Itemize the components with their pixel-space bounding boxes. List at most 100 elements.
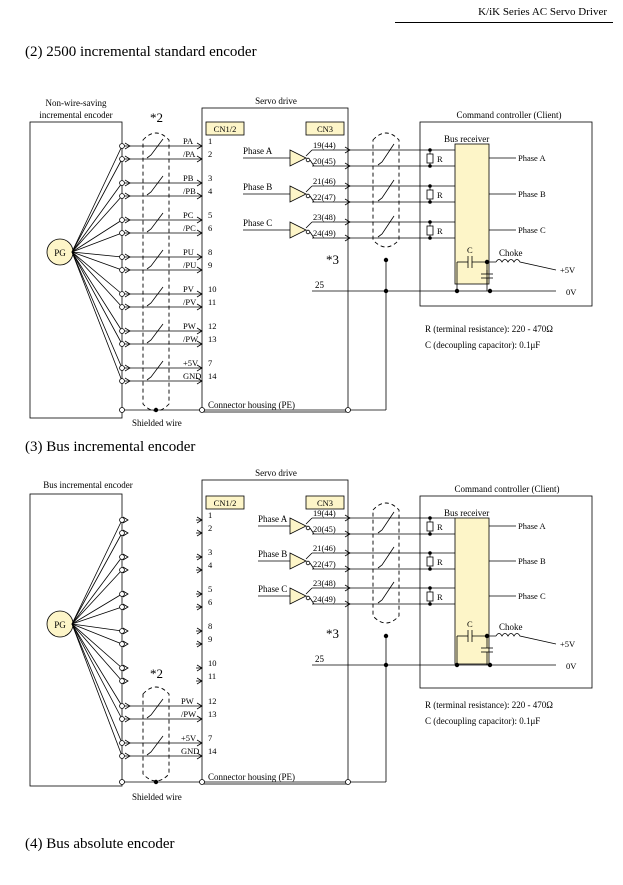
twist-mark bbox=[377, 546, 395, 569]
pin-number: 8 bbox=[208, 247, 212, 257]
pin-number: 5 bbox=[208, 584, 212, 594]
shield-tube-1 bbox=[142, 132, 170, 412]
encoder-fan-wire bbox=[71, 606, 123, 625]
arrow-head bbox=[196, 553, 203, 561]
encoder-label-line1: Non-wire-saving bbox=[46, 98, 107, 108]
pin-number: 6 bbox=[208, 223, 212, 233]
twist-mark bbox=[146, 175, 164, 196]
shield-tube-1 bbox=[142, 686, 170, 782]
arrow-head bbox=[122, 566, 129, 574]
line-driver-icon bbox=[289, 552, 307, 570]
line-driver-icon bbox=[289, 185, 307, 203]
r-note: R (terminal resistance): 220 - 470Ω bbox=[425, 700, 553, 710]
controller-label: Command controller (Client) bbox=[455, 484, 560, 494]
arrow-head bbox=[344, 234, 351, 242]
driver-out-plus bbox=[305, 221, 313, 229]
section-title-2500-encoder: (2) 2500 incremental standard encoder bbox=[25, 44, 257, 60]
encoder-terminal bbox=[119, 254, 125, 260]
signal-name: /PA bbox=[183, 149, 196, 159]
section-title-bus-absolute: (4) Bus absolute encoder bbox=[25, 836, 175, 852]
twist-mark bbox=[146, 360, 164, 381]
twist-mark bbox=[146, 286, 164, 307]
junction-dot bbox=[428, 200, 432, 204]
signal-name: /PC bbox=[183, 223, 196, 233]
signal-name: PC bbox=[183, 210, 194, 220]
pg-label: PG bbox=[54, 620, 66, 630]
arrow-head bbox=[196, 303, 203, 311]
termination-resistor bbox=[426, 189, 434, 200]
encoder-fan-wire bbox=[71, 569, 123, 625]
signal-name: PW bbox=[183, 321, 196, 331]
note-star-2: *2 bbox=[150, 666, 163, 681]
pin-number: 9 bbox=[208, 260, 212, 270]
twist-mark bbox=[377, 143, 395, 166]
arrow-head bbox=[122, 640, 129, 648]
arrow-head bbox=[196, 229, 203, 237]
controller-box bbox=[419, 121, 593, 307]
arrow-head bbox=[196, 590, 203, 598]
arrow-head bbox=[124, 340, 131, 348]
signal-name: PU bbox=[183, 247, 194, 257]
driver-inversion-bubble bbox=[305, 560, 311, 566]
pin-number: 14 bbox=[208, 371, 217, 381]
arrow-head bbox=[124, 752, 131, 760]
junction-dot bbox=[428, 567, 432, 571]
pin-25-label: 25 bbox=[315, 280, 325, 290]
signal-name: /PW bbox=[183, 334, 198, 344]
twist-mark bbox=[146, 698, 164, 719]
junction-dot bbox=[428, 516, 432, 520]
arrow-head bbox=[122, 603, 129, 611]
c-note: C (decoupling capacitor): 0.1μF bbox=[425, 340, 540, 350]
encoder-fan-wire bbox=[71, 251, 123, 258]
pin-number: 13 bbox=[208, 334, 217, 344]
encoder-fan-wire bbox=[71, 623, 123, 682]
pin-number: 10 bbox=[208, 284, 217, 294]
encoder-terminal bbox=[119, 641, 125, 647]
bus-receiver-label: Bus receiver bbox=[444, 508, 489, 518]
pin-number: 12 bbox=[208, 696, 217, 706]
shielded-wire-label: Shielded wire bbox=[132, 792, 182, 802]
encoder-terminal bbox=[119, 628, 125, 634]
encoder-terminal bbox=[119, 230, 125, 236]
junction-dot bbox=[428, 532, 432, 536]
junction-dot bbox=[428, 551, 432, 555]
encoder-fan-wire bbox=[71, 145, 123, 253]
arrow-head bbox=[196, 340, 203, 348]
junction-dot bbox=[428, 586, 432, 590]
cn3-pin: 24(49) bbox=[313, 228, 336, 238]
signal-name: PW bbox=[181, 696, 194, 706]
cn3-pin: 19(44) bbox=[313, 140, 336, 150]
pin-number: 12 bbox=[208, 321, 217, 331]
encoder-terminal bbox=[119, 291, 125, 297]
cn3-pin: 24(49) bbox=[313, 594, 336, 604]
junction-dot bbox=[428, 236, 432, 240]
twisted-pair-marks bbox=[146, 138, 164, 381]
encoder-fan-wire bbox=[71, 251, 123, 332]
pe-terminal-right bbox=[345, 779, 351, 785]
twist-mark bbox=[146, 138, 164, 159]
wiring-diagram-bus-incremental: Bus incremental encoder *1 *2 Servo driv… bbox=[29, 468, 593, 802]
arrow-head bbox=[196, 327, 203, 335]
twist-mark bbox=[146, 735, 164, 756]
signal-name: PA bbox=[183, 136, 194, 146]
encoder-fan-wire bbox=[71, 195, 123, 253]
arrow-head bbox=[124, 739, 131, 747]
junction-dot bbox=[428, 220, 432, 224]
pin-number: 2 bbox=[208, 523, 212, 533]
signal-name: GND bbox=[181, 746, 199, 756]
arrow-head bbox=[122, 529, 129, 537]
driver-out-minus bbox=[309, 231, 315, 239]
arrow-head bbox=[196, 677, 203, 685]
cap-label-c: C bbox=[467, 619, 473, 629]
shield-3-dot bbox=[383, 633, 389, 639]
arrow-head bbox=[122, 627, 129, 635]
twist-mark bbox=[146, 212, 164, 233]
signal-name: GND bbox=[183, 371, 201, 381]
bus-receiver-box bbox=[454, 143, 490, 285]
arrow-head bbox=[124, 253, 131, 261]
encoder-label: Bus incremental encoder bbox=[43, 480, 132, 490]
arrow-head bbox=[344, 565, 351, 573]
encoder-terminal bbox=[119, 304, 125, 310]
